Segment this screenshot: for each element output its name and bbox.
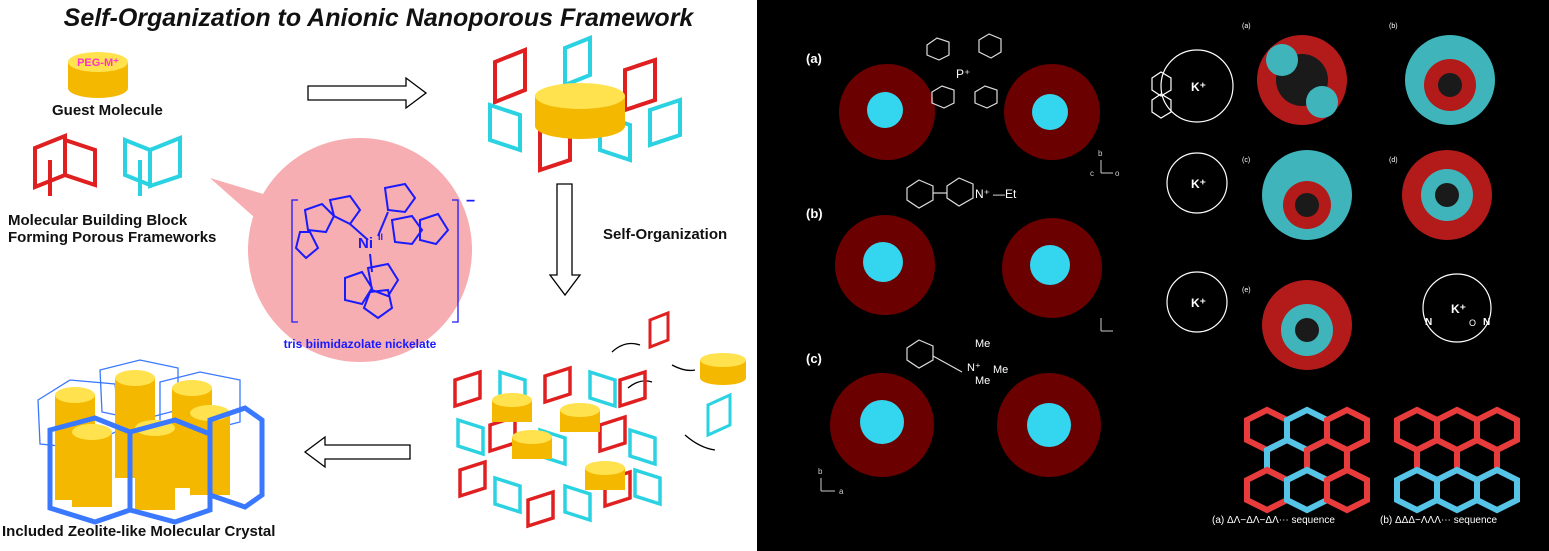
guest-molecule-label: Guest Molecule [52,102,163,119]
crystal-label: Included Zeolite-like Molecular Crystal [2,523,276,540]
structure-graphics: (a) (b) (c) P⁺ N⁺ —Et Me N⁺ Me Me b c o … [806,23,1520,526]
structure-row-b [835,215,1102,318]
axis-b-label: b [1098,149,1103,158]
sub-b-label: (b) [1389,23,1398,30]
bracket [291,199,459,323]
crystal-lattice [453,365,662,529]
axis-o-label: o [1115,169,1120,178]
guest-molecule-cylinder [68,52,128,98]
scheme-graphics: PEG-M⁺ [33,35,746,529]
sequence-a-caption: (a) ΔΛ−ΔΛ−ΔΛ⋯ sequence [1212,515,1335,526]
cation-c-me-top: Me [975,338,990,350]
nickel-oxidation: II [378,232,383,242]
honeycomb-b [1394,406,1520,514]
complex-caption: tris biimidazolate nickelate [284,337,437,351]
loose-guest-cylinder [700,353,746,385]
panel-a-label: (a) [806,51,822,66]
crown-k-cryptand: K⁺ [1451,302,1466,316]
sequence-b-caption: (b) ΔΔΔ−ΛΛΛ⋯ sequence [1380,515,1498,526]
cation-a-label: P⁺ [956,67,970,81]
cation-b-sketch [906,177,974,209]
space-filling-models [1257,35,1495,370]
crystal-guest-cylinders [492,393,625,490]
self-organization-scheme: PEG-M⁺ [0,0,757,551]
red-building-block [33,133,97,196]
cation-c-n: N⁺ [967,362,981,374]
anion-charge: − [466,193,475,210]
axis-markers [820,160,1113,492]
loose-blocks [648,310,732,438]
panel-c-label: (c) [806,351,822,366]
crown-k-e: K⁺ [1191,296,1206,310]
cation-b-n: N⁺ [975,187,990,201]
biimidazolate-ligands [294,182,450,320]
cation-a-sketch [926,33,1002,109]
scheme-title: Self-Organization to Anionic Nanoporous … [63,4,694,32]
sub-a-label: (a) [1242,23,1251,30]
cation-c-sketch [906,339,963,373]
sub-c-label: (c) [1242,157,1250,164]
structure-row-a [839,64,1100,160]
sub-d-label: (d) [1389,157,1398,164]
axis-a-label: a [839,487,844,496]
sub-e-label: (e) [1242,287,1251,294]
cryptand-o: O [1469,318,1476,328]
left-arrow [303,435,411,469]
guest-tag: PEG-M⁺ [77,57,119,69]
cryptand-n-left: N [1425,317,1432,328]
zeolite-crystal [37,359,265,525]
building-block-label-2: Forming Porous Frameworks [8,229,217,246]
cation-c-me-right: Me [993,364,1008,376]
crown-ether-sketches [1151,49,1492,343]
crown-k-a: K⁺ [1191,80,1206,94]
panel-b-label: (b) [806,206,823,221]
cryptand-n-right: N [1483,317,1490,328]
crystal-structure-panels: (a) (b) (c) P⁺ N⁺ —Et Me N⁺ Me Me b c o … [757,0,1549,551]
self-organization-label: Self-Organization [603,226,728,243]
nickel-label: Ni [358,235,373,252]
right-arrow [307,76,428,110]
included-guest-cylinder [535,83,625,139]
cyan-building-block [123,135,182,196]
cation-c-me-bottom: Me [975,375,990,387]
exchange-arrows [611,342,716,451]
structure-row-c [830,373,1101,477]
axis-c-label: c [1090,169,1094,178]
complex-bubble [210,138,472,362]
axis-b2-label: b [818,467,823,476]
down-arrow [548,183,582,297]
building-block-label-1: Molecular Building Block [8,212,188,229]
crown-k-c: K⁺ [1191,177,1206,191]
cation-b-et: —Et [993,187,1017,201]
honeycomb-a [1244,406,1370,514]
